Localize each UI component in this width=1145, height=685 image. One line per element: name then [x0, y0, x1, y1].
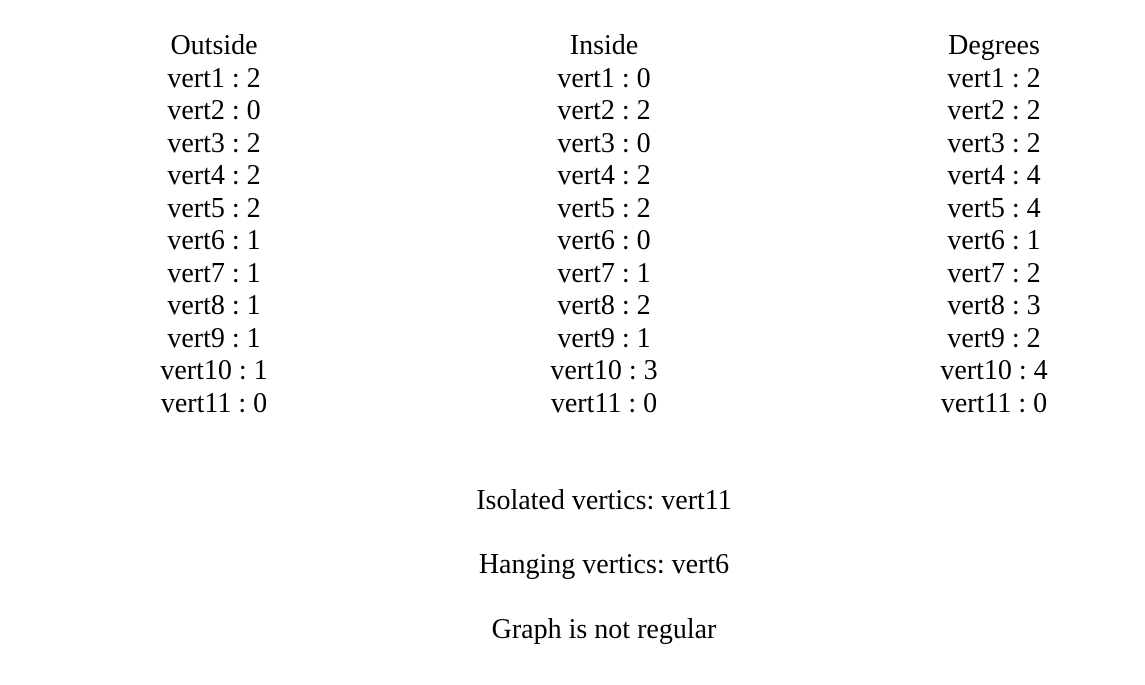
inside-row-vert10: vert10 : 3 — [550, 355, 658, 386]
regularity-text: Graph is not regular — [491, 614, 717, 645]
outside-row-vert9: vert9 : 1 — [167, 322, 261, 354]
degrees-row-vert6: vert6 : 1 — [947, 225, 1041, 256]
degrees-row-vert8: vert8 : 3 — [947, 290, 1041, 321]
degrees-row-vert7: vert7 : 2 — [947, 257, 1041, 289]
degrees-row-vert11: vert11 : 0 — [940, 387, 1048, 419]
inside-row-vert5: vert5 : 2 — [557, 192, 651, 224]
outside-row-vert4: vert4 : 2 — [167, 160, 261, 191]
inside-row-vert9: vert9 : 1 — [557, 322, 651, 354]
degrees-row-vert3: vert3 : 2 — [947, 127, 1041, 159]
inside-row-vert7: vert7 : 1 — [557, 257, 651, 289]
inside-column: Inside vert1 : 0 vert2 : 2 vert3 : 0 ver… — [474, 30, 734, 420]
outside-column: Outside vert1 : 2 vert2 : 0 vert3 : 2 ve… — [84, 30, 344, 420]
inside-row-vert2: vert2 : 2 — [557, 95, 651, 126]
isolated-vertices-text: Isolated vertics: vert11 — [476, 485, 732, 516]
inside-column-title: Inside — [569, 30, 639, 61]
outside-column-title: Outside — [170, 30, 258, 61]
outside-row-vert10: vert10 : 1 — [160, 355, 268, 386]
inside-row-vert8: vert8 : 2 — [557, 290, 651, 321]
inside-row-vert6: vert6 : 0 — [557, 225, 651, 256]
outside-row-vert6: vert6 : 1 — [167, 225, 261, 256]
degrees-column-title: Degrees — [948, 30, 1040, 61]
outside-row-vert1: vert1 : 2 — [167, 62, 261, 94]
outside-row-vert11: vert11 : 0 — [160, 387, 268, 419]
outside-row-vert7: vert7 : 1 — [167, 257, 261, 289]
degrees-row-vert5: vert5 : 4 — [947, 192, 1041, 224]
hanging-vertices-text: Hanging vertics: vert6 — [478, 549, 730, 580]
outside-row-vert3: vert3 : 2 — [167, 127, 261, 159]
degrees-row-vert9: vert9 : 2 — [947, 322, 1041, 354]
degrees-row-vert10: vert10 : 4 — [940, 355, 1048, 386]
inside-row-vert11: vert11 : 0 — [550, 387, 658, 419]
degrees-row-vert4: vert4 : 4 — [947, 160, 1041, 191]
inside-row-vert4: vert4 : 2 — [557, 160, 651, 191]
degrees-column: Degrees vert1 : 2 vert2 : 2 vert3 : 2 ve… — [864, 30, 1124, 420]
outside-row-vert5: vert5 : 2 — [167, 192, 261, 224]
inside-row-vert1: vert1 : 0 — [557, 62, 651, 94]
outside-row-vert2: vert2 : 0 — [167, 95, 261, 126]
degrees-row-vert2: vert2 : 2 — [947, 95, 1041, 126]
inside-row-vert3: vert3 : 0 — [557, 127, 651, 159]
degrees-row-vert1: vert1 : 2 — [947, 62, 1041, 94]
outside-row-vert8: vert8 : 1 — [167, 290, 261, 321]
